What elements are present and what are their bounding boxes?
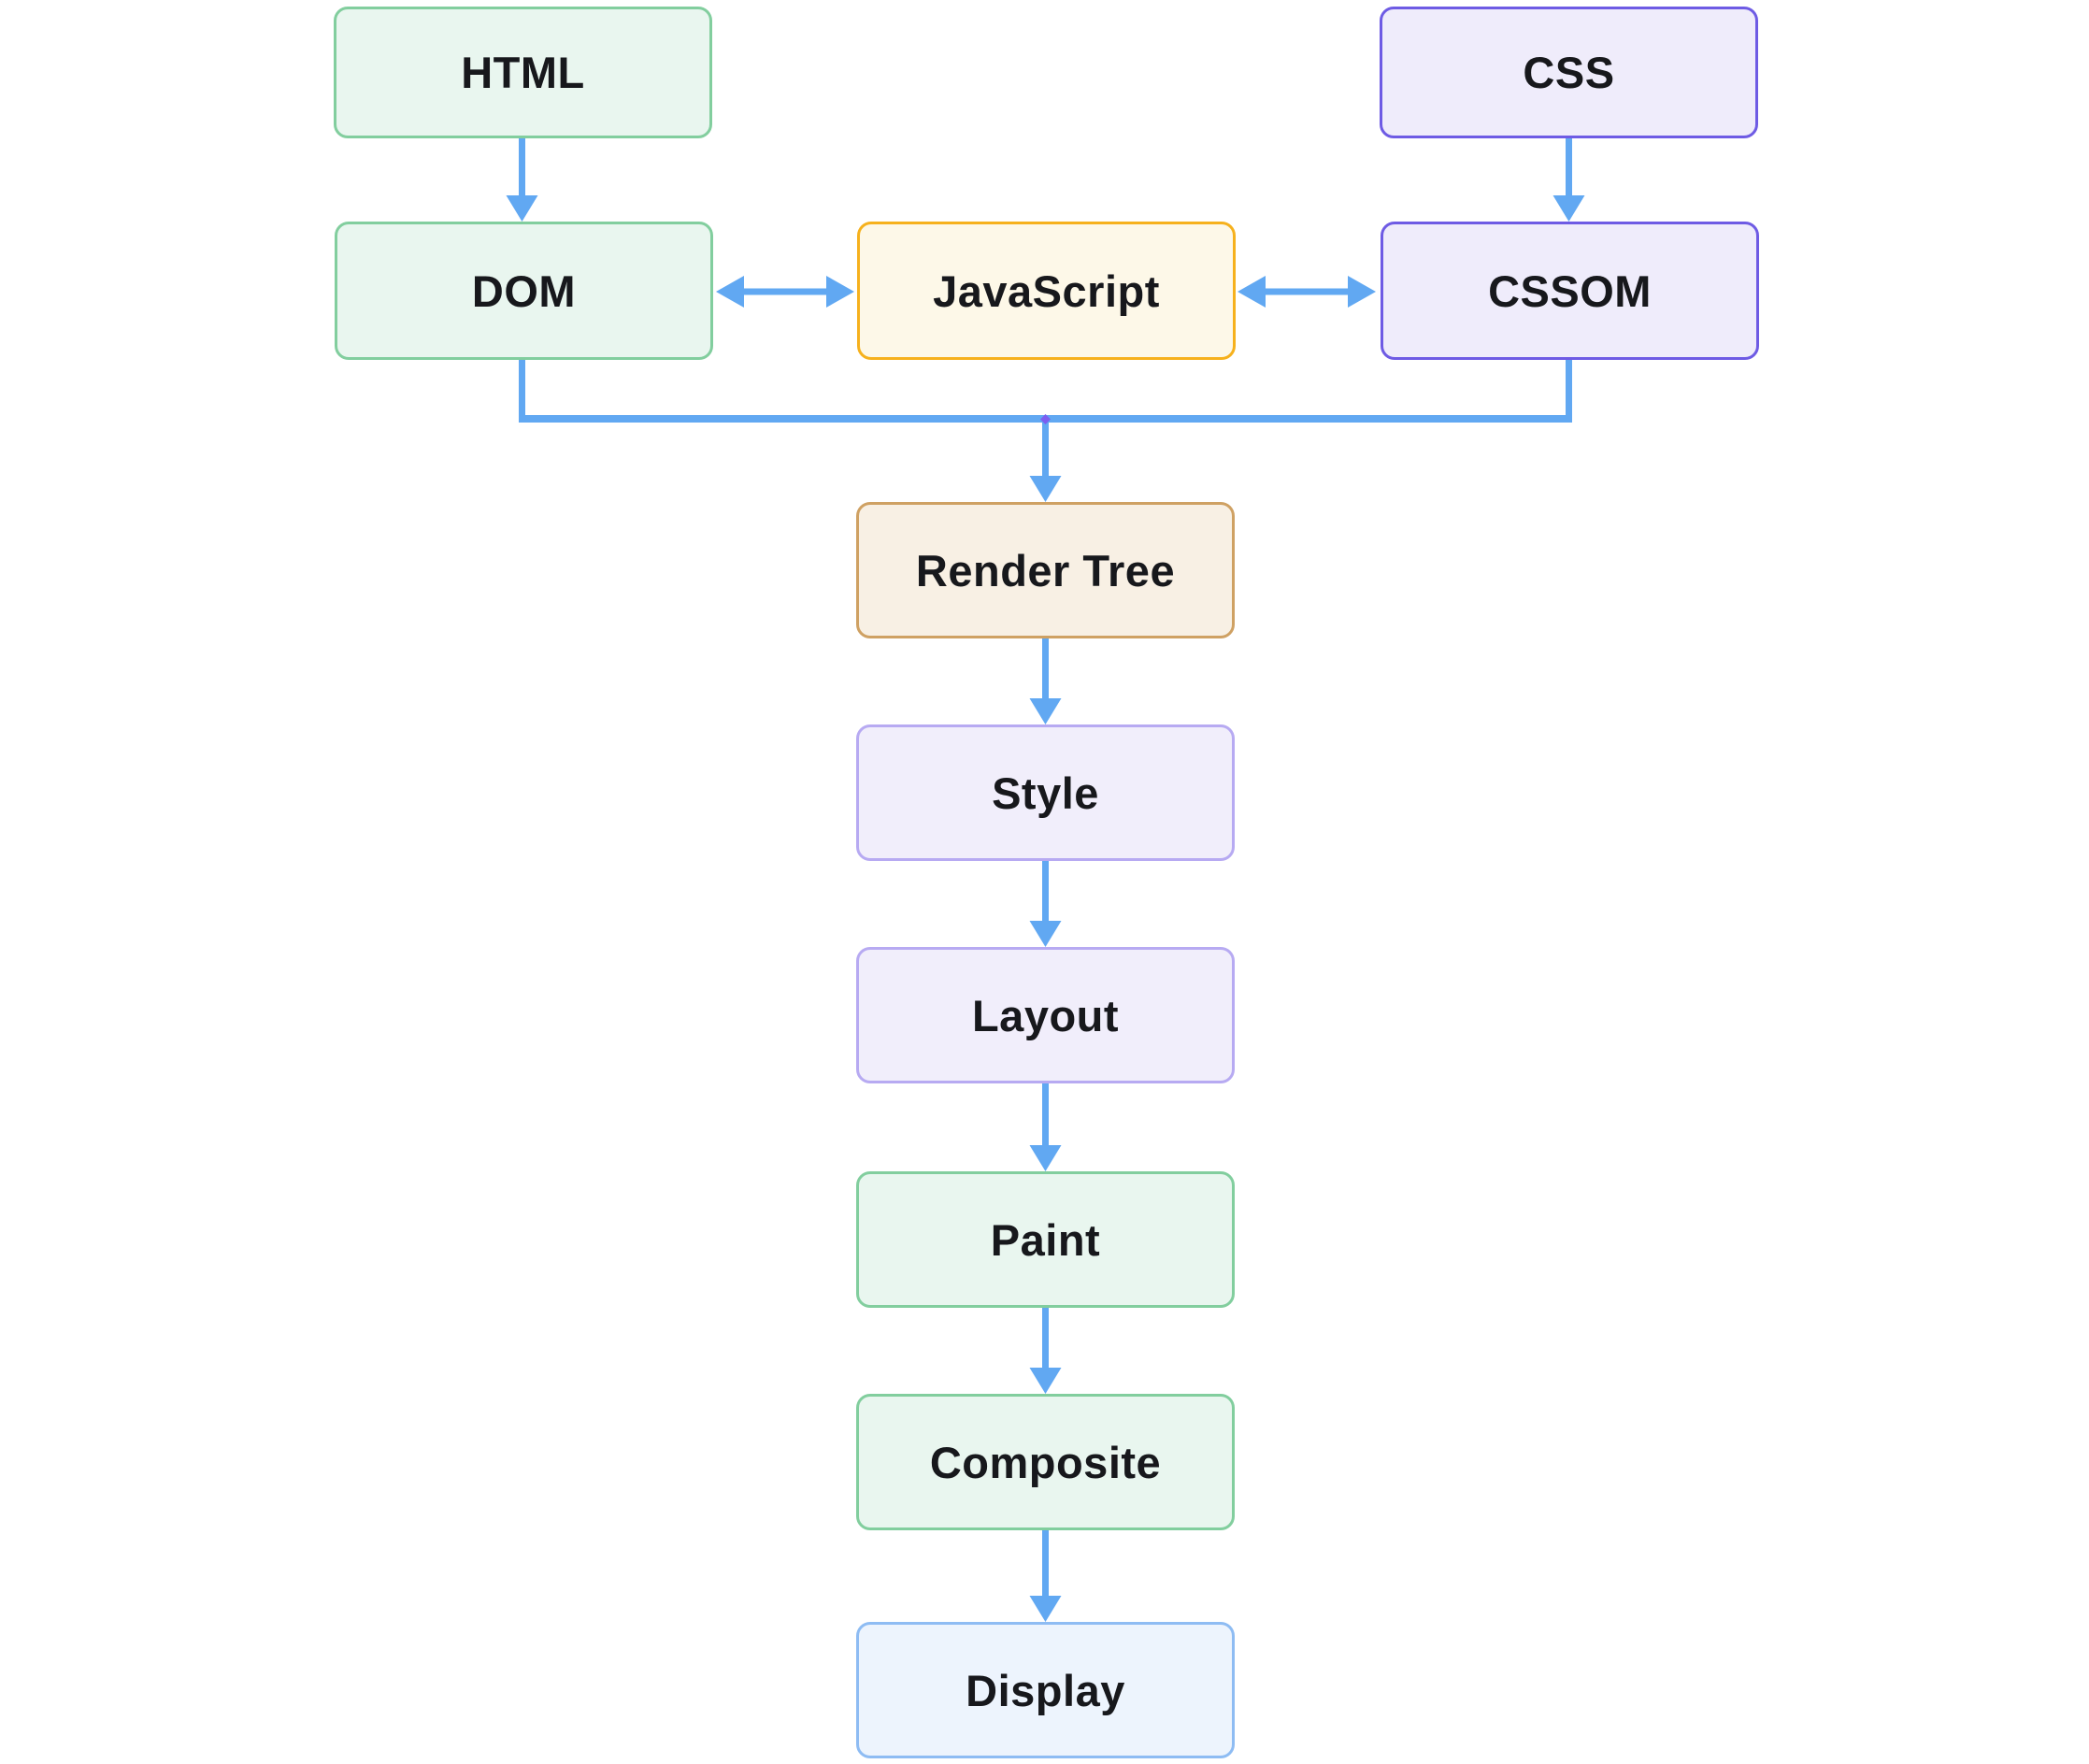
merge-junction-diamond xyxy=(1040,414,1051,424)
node-render-tree-label: Render Tree xyxy=(915,545,1176,595)
node-display-label: Display xyxy=(966,1665,1125,1715)
node-javascript-label: JavaScript xyxy=(933,265,1160,316)
node-dom: DOM xyxy=(335,222,713,360)
node-render-tree: Render Tree xyxy=(856,502,1235,638)
node-layout-label: Layout xyxy=(971,990,1120,1040)
edge-html-to-dom xyxy=(506,138,538,222)
node-composite: Composite xyxy=(856,1394,1235,1530)
node-paint: Paint xyxy=(856,1171,1235,1308)
node-dom-label: DOM xyxy=(471,265,577,316)
edge-paint-to-composite xyxy=(1029,1308,1062,1394)
node-paint-label: Paint xyxy=(990,1214,1101,1265)
node-style-label: Style xyxy=(992,767,1099,818)
node-style: Style xyxy=(856,724,1235,861)
node-html: HTML xyxy=(334,7,712,138)
edge-merge-to-render-tree xyxy=(519,360,1572,502)
edge-render-tree-to-style xyxy=(1029,638,1062,724)
node-layout: Layout xyxy=(856,947,1235,1083)
node-javascript: JavaScript xyxy=(857,222,1236,360)
node-composite-label: Composite xyxy=(929,1437,1162,1487)
node-cssom: CSSOM xyxy=(1381,222,1759,360)
node-cssom-label: CSSOM xyxy=(1488,265,1652,316)
edge-layout-to-paint xyxy=(1029,1083,1062,1171)
edge-composite-to-display xyxy=(1029,1530,1062,1622)
node-html-label: HTML xyxy=(461,48,585,97)
edge-dom-javascript-double-arrow xyxy=(716,276,854,308)
edge-style-to-layout xyxy=(1029,861,1062,947)
node-display: Display xyxy=(856,1622,1235,1758)
node-css: CSS xyxy=(1380,7,1758,138)
node-css-label: CSS xyxy=(1523,48,1615,97)
edge-css-to-cssom xyxy=(1552,138,1585,222)
edge-javascript-cssom-double-arrow xyxy=(1238,276,1376,308)
